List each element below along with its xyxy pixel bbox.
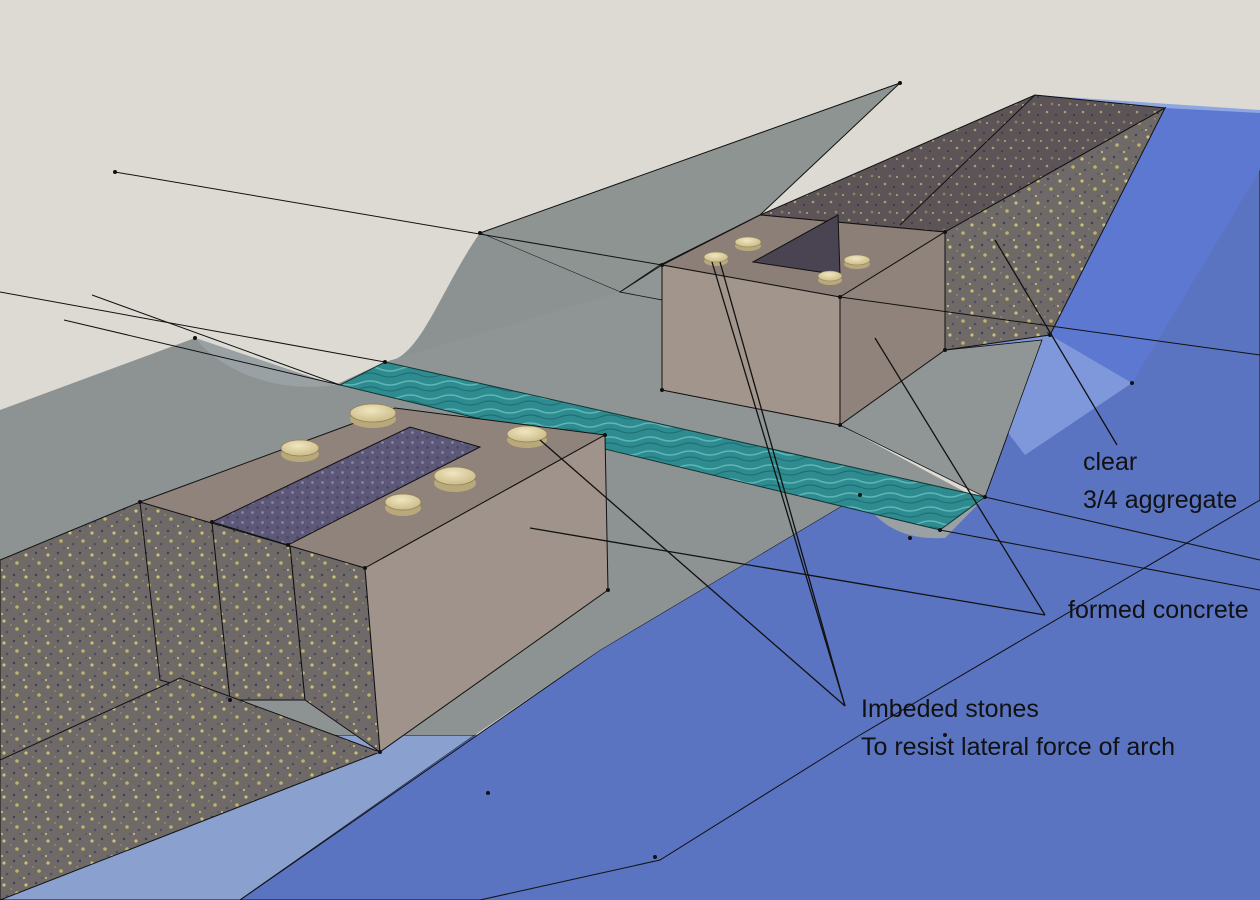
- construction-lines: [0, 94, 1260, 591]
- stone: [506, 425, 548, 448]
- stone: [817, 270, 843, 285]
- stone: [280, 439, 320, 462]
- near-aggregate-block: [0, 501, 382, 900]
- formed-concrete-label-text: formed concrete: [1068, 596, 1249, 624]
- clear-aggregate-label: clear 3/4 aggregate: [1083, 443, 1237, 519]
- clear-aggregate-label-line1: clear: [1083, 448, 1138, 476]
- stone: [734, 236, 762, 251]
- stone: [349, 403, 397, 428]
- stone: [433, 466, 477, 492]
- embedded-stones: [280, 236, 871, 516]
- stone: [703, 251, 729, 266]
- embedded-stones-label: Imbeded stones To resist lateral force o…: [861, 690, 1175, 766]
- leader-lines: [529, 239, 1118, 707]
- embedded-stones-label-line2: To resist lateral force of arch: [861, 733, 1176, 761]
- far-concrete-footing: [660, 214, 947, 426]
- clear-aggregate-label-line2: 3/4 aggregate: [1083, 486, 1238, 514]
- stone: [843, 254, 871, 269]
- formed-concrete-label: formed concrete: [1068, 591, 1249, 629]
- stone: [384, 493, 422, 516]
- vertex-points: [113, 81, 1134, 859]
- embedded-stones-label-line1: Imbeded stones: [861, 695, 1039, 723]
